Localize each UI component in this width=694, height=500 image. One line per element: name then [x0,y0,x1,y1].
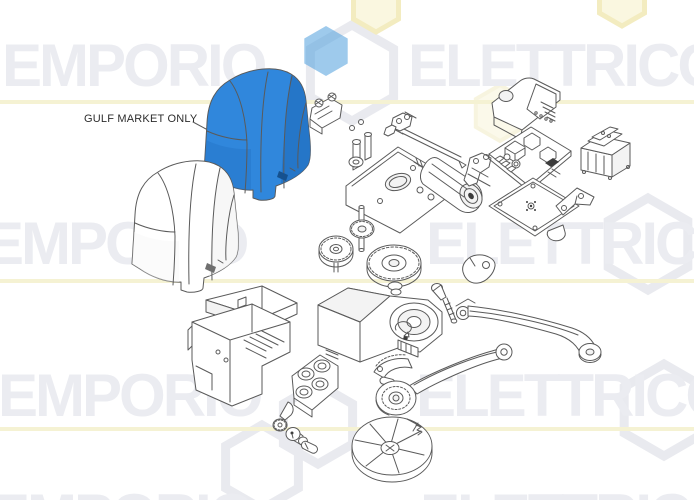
watermark-word: ELETTRICO [416,362,694,429]
replacement-arrow [263,204,291,278]
sector-rack [373,354,413,379]
base-plate [488,177,580,242]
cover-latch-switch [309,92,343,135]
watermark-word: ELETTRICO [420,486,694,500]
idler-gear [318,235,354,273]
lock-cylinder [285,427,308,447]
lower-arm [375,343,513,416]
hexagon-icon [603,192,693,296]
transformer [580,126,631,180]
label-leader-line [192,121,207,130]
watermark-stripe [0,100,694,104]
hexagon-icon [278,378,358,470]
worm-shaft-assembly [383,111,467,169]
watermark-stripe [0,427,694,431]
limit-switch-bracket [555,187,595,216]
motor-clamp [463,152,492,187]
watermark-word: EMPORIO [0,486,255,500]
upper-arm [455,298,602,363]
control-board [488,126,572,192]
gulf-market-label: GULF MARKET ONLY [84,113,198,125]
watermark-stripe [0,279,694,283]
hexagon-yellow-icon [597,0,647,29]
standard-cover [131,160,239,293]
gearbox-housing [317,287,443,363]
hexagon-blue-icon [304,26,348,76]
hexagon-icon [221,419,303,500]
hexagon-yellow-icon [351,0,401,35]
hexagon-icon [619,358,694,462]
bearing-bracket [291,354,339,418]
release-lever [272,401,294,432]
foundation-disc [351,416,433,483]
control-board-cover [491,77,561,140]
lock-pin [300,440,318,454]
motor [413,157,483,213]
watermark-word: ELETTRICO [408,32,694,99]
release-cam [462,254,496,284]
front-housing [187,285,298,407]
crown-gear [366,244,422,296]
cam-pin [431,283,458,324]
pinion-gear [349,205,375,252]
